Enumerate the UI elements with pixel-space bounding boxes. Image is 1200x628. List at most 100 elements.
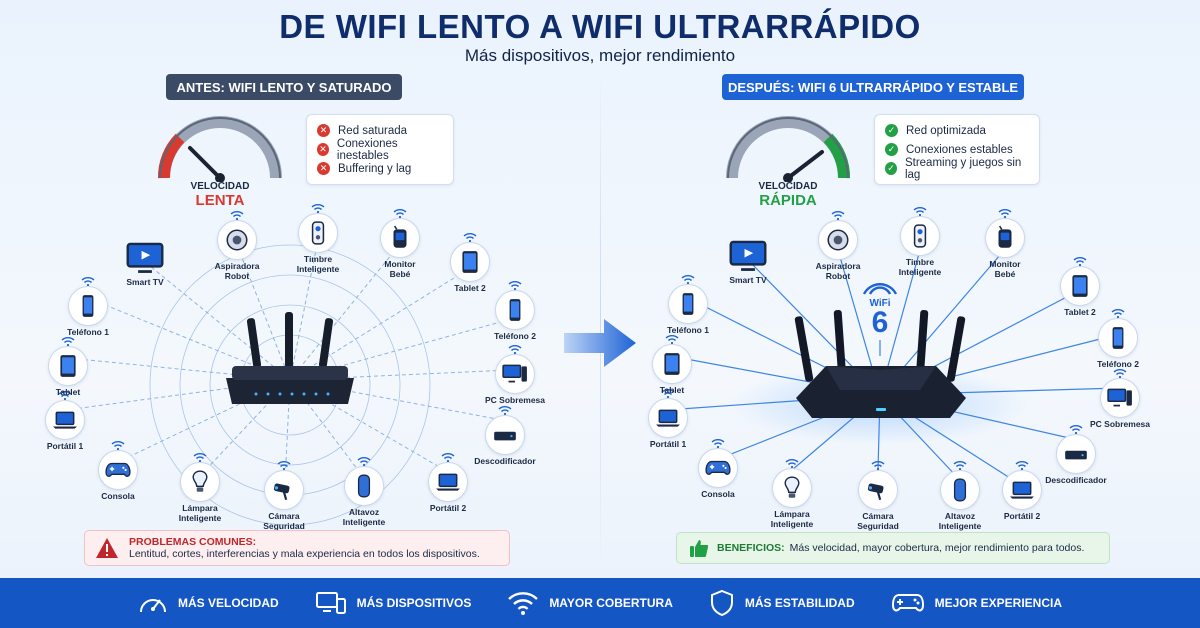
device-label: Cámara Seguridad <box>263 511 305 531</box>
device-label: Consola <box>101 491 135 501</box>
device-icon-holder <box>648 398 688 438</box>
device-icon-holder <box>1002 470 1042 510</box>
device-label: Monitor Bebé <box>989 259 1021 279</box>
speaker-icon <box>953 478 967 502</box>
wifi-signal-icon <box>111 441 125 450</box>
benefits-banner: BENEFICIOS: Más velocidad, mayor cobertu… <box>676 532 1110 564</box>
wifi-signal-icon <box>953 461 967 470</box>
device-wifi <box>793 210 883 220</box>
device-icon-holder <box>180 462 220 502</box>
device-label: Tablet <box>659 385 685 395</box>
slow-gauge-word: LENTA <box>195 192 245 209</box>
wifi-signal-icon <box>441 453 455 462</box>
after-status-box: ✓Red optimizada ✓Conexiones estables ✓St… <box>874 114 1040 185</box>
device-label: Altavoz Inteligente <box>938 511 982 531</box>
device-tablet: Tablet <box>627 334 717 396</box>
device-label: Teléfono 1 <box>67 327 109 337</box>
device-label: Smart TV <box>729 275 767 285</box>
device-set-top-box: Descodificador <box>1031 424 1121 486</box>
wifi6-number: 6 <box>871 306 889 339</box>
x-icon: ✕ <box>317 162 330 175</box>
device-icon-holder <box>428 462 468 502</box>
wifi6-router <box>794 310 966 418</box>
device-icon-holder <box>818 220 858 260</box>
device-wifi <box>403 452 493 462</box>
wifi-signal-icon <box>1069 425 1083 434</box>
device-robot-vacuum: Aspiradora Robot <box>793 210 883 282</box>
tablet-icon <box>462 251 478 273</box>
tablet-icon <box>664 353 680 375</box>
before-network-lines <box>65 239 516 526</box>
speedometer-icon <box>139 599 166 613</box>
device-icon-holder <box>98 450 138 490</box>
device-wifi <box>960 208 1050 218</box>
wifi-signal-icon <box>1113 369 1127 378</box>
wifi-signal-icon <box>277 461 291 470</box>
device-wifi <box>20 390 110 400</box>
status-item: ✕Conexiones inestables <box>317 138 443 162</box>
benefits-text: Más velocidad, mayor cobertura, mejor re… <box>789 542 1085 554</box>
check-icon: ✓ <box>885 143 898 156</box>
device-speaker: Altavoz Inteligente <box>319 456 409 528</box>
device-wifi <box>673 438 763 448</box>
device-label: Aspiradora Robot <box>214 261 260 281</box>
tablet-icon <box>60 355 76 377</box>
device-baby-monitor: Monitor Bebé <box>355 208 445 280</box>
device-label: Portátil 1 <box>46 441 84 451</box>
feature-experience: MEJOR EXPERIENCIA <box>891 591 1062 615</box>
device-baby-monitor: Monitor Bebé <box>960 208 1050 280</box>
device-wifi <box>643 274 733 284</box>
device-wifi <box>623 388 713 398</box>
slow-router <box>226 312 354 404</box>
laptop-icon <box>1010 481 1034 499</box>
doorbell-icon <box>913 224 927 248</box>
device-icon-holder <box>722 234 774 274</box>
device-wifi <box>875 206 965 216</box>
device-wifi <box>977 460 1067 470</box>
camera-icon <box>867 483 884 501</box>
slow-gauge-caption: VELOCIDAD <box>190 181 250 192</box>
wifi-signal-icon <box>913 207 927 216</box>
slow-gauge: VELOCIDAD LENTA <box>150 104 290 209</box>
wifi-signal-icon <box>58 391 72 400</box>
device-wifi <box>355 208 445 218</box>
slow-gauge-dial <box>157 116 282 183</box>
wifi-icon <box>508 592 539 615</box>
device-label: Teléfono 1 <box>667 325 709 335</box>
device-icon-holder <box>858 470 898 510</box>
wifi-signal-icon <box>357 457 371 466</box>
device-camera: Cámara Seguridad <box>833 460 923 532</box>
before-status-box: ✕Red saturada ✕Conexiones inestables ✕Bu… <box>306 114 454 185</box>
device-label: Tablet 2 <box>1064 307 1096 317</box>
phone-icon <box>682 293 694 315</box>
wifi-signal-icon <box>681 275 695 284</box>
device-icon-holder <box>45 400 85 440</box>
device-label: Portátil 1 <box>649 439 687 449</box>
check-icon: ✓ <box>885 162 897 175</box>
device-wifi <box>23 336 113 346</box>
transition-arrow-icon <box>564 319 636 367</box>
device-icon-holder <box>985 218 1025 258</box>
phone-icon <box>509 299 521 321</box>
laptop-icon <box>53 411 77 429</box>
wifi-signal-icon <box>871 461 885 470</box>
feature-stability: MÁS ESTABILIDAD <box>709 589 855 617</box>
device-wifi <box>1073 308 1163 318</box>
gamepad-icon <box>705 460 731 475</box>
warning-icon <box>96 538 118 558</box>
device-icon-holder <box>380 218 420 258</box>
device-icon-holder <box>1100 378 1140 418</box>
wifi-signal-icon <box>463 233 477 242</box>
phone-icon <box>1112 327 1124 349</box>
device-desktop: PC Sobremesa <box>470 344 560 406</box>
robot-vacuum-icon <box>827 229 849 251</box>
problems-banner: PROBLEMAS COMUNES: Lentitud, cortes, int… <box>84 530 510 566</box>
device-wifi <box>239 460 329 470</box>
device-label: Teléfono 2 <box>1097 359 1139 369</box>
wifi-signal-icon <box>61 337 75 346</box>
device-wifi <box>627 334 717 344</box>
device-laptop: Portátil 2 <box>403 452 493 514</box>
device-label: Consola <box>701 489 735 499</box>
device-camera: Cámara Seguridad <box>239 460 329 532</box>
device-icon-holder <box>698 448 738 488</box>
